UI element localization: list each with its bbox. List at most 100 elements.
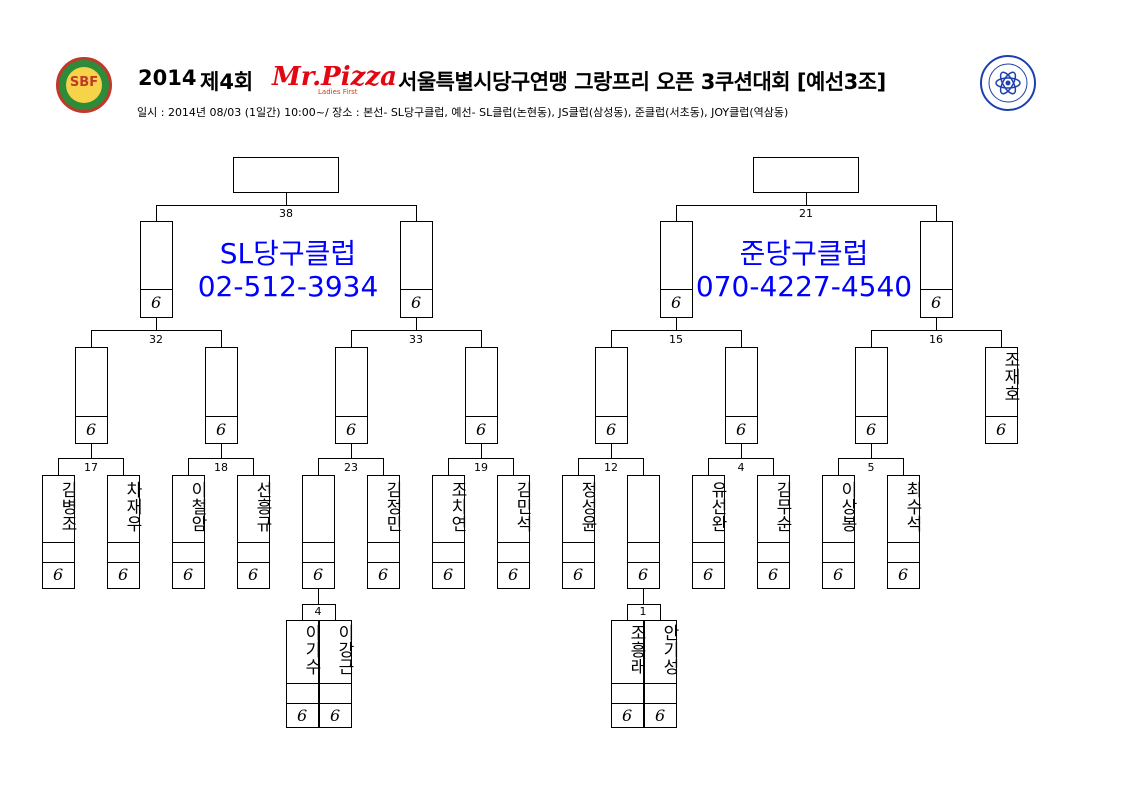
slot-divider	[302, 542, 335, 543]
score-mark: 6	[833, 565, 844, 584]
bracket-line	[335, 604, 336, 620]
player-card	[42, 475, 75, 589]
slot-divider	[611, 683, 677, 684]
federation-emblem	[980, 55, 1036, 111]
player-name: 김병조	[57, 481, 77, 532]
bracket-line	[221, 444, 222, 458]
player-name: 김무순	[772, 481, 792, 532]
bracket-line	[253, 458, 254, 475]
match-number: 38	[279, 207, 293, 220]
slot-divider	[172, 562, 205, 563]
club-right: 준당구클럽 070-4227-4540	[686, 237, 922, 303]
score-mark: 6	[703, 565, 714, 584]
bracket-line	[838, 458, 839, 475]
match-number: 4	[737, 461, 745, 474]
bracket-line	[448, 458, 449, 475]
slot-divider	[562, 562, 595, 563]
slot-box	[465, 347, 498, 444]
bracket-line	[936, 318, 937, 330]
sbf-logo-inner	[66, 67, 102, 103]
player-card	[107, 475, 140, 589]
bracket-line	[741, 444, 742, 458]
score-mark: 6	[151, 293, 162, 312]
title-event: 서울특별시당구연맹 그랑프리 오픈 3쿠션대회 [예선3조]	[398, 70, 886, 94]
bracket-line	[351, 330, 482, 331]
score-mark: 6	[53, 565, 64, 584]
bracket-line	[58, 458, 124, 459]
club-right-phone: 070-4227-4540	[695, 270, 913, 303]
bracket-line	[58, 458, 59, 475]
score-mark: 6	[606, 420, 617, 439]
bracket-line	[156, 205, 417, 206]
bracket-line	[903, 458, 904, 475]
score-mark: 6	[768, 565, 779, 584]
bracket-line	[871, 444, 872, 458]
score-mark: 6	[622, 706, 633, 725]
player-name: 유선완	[707, 481, 727, 532]
player-name: 이철암	[187, 481, 207, 532]
slot-divider	[985, 416, 1018, 417]
player-name: 김정민	[382, 481, 402, 532]
player-card	[887, 475, 920, 589]
score-mark: 6	[508, 565, 519, 584]
player-card	[497, 475, 530, 589]
bracket-line	[448, 458, 514, 459]
bracket-line	[318, 458, 319, 475]
score-mark: 6	[248, 565, 259, 584]
bracket-line	[871, 330, 872, 347]
bracket-line	[627, 604, 660, 605]
score-mark: 6	[898, 565, 909, 584]
slot-divider	[432, 542, 465, 543]
slot-divider	[692, 562, 725, 563]
player-name: 선흥규	[252, 481, 272, 532]
bracket-line	[676, 205, 937, 206]
bracket-line	[513, 458, 514, 475]
slot-divider	[367, 542, 400, 543]
score-mark: 6	[330, 706, 341, 725]
player-card	[319, 620, 352, 728]
slot-divider	[497, 542, 530, 543]
club-left-name: SL당구클럽	[219, 237, 357, 270]
slot-divider	[237, 562, 270, 563]
club-right-name: 준당구클럽	[739, 237, 869, 270]
slot-box	[302, 475, 335, 589]
slot-box	[660, 221, 693, 318]
bracket-line	[578, 458, 579, 475]
bracket-line	[676, 205, 677, 221]
player-name: 최수석	[902, 481, 922, 532]
bracket-line	[318, 458, 384, 459]
bracket-line	[741, 330, 742, 347]
slot-divider	[887, 562, 920, 563]
bracket-line	[643, 589, 644, 604]
sbf-logo: SBF	[56, 57, 112, 113]
match-number: 33	[409, 333, 423, 346]
score-mark: 6	[183, 565, 194, 584]
bracket-line	[627, 604, 628, 620]
bracket-line	[416, 318, 417, 330]
player-card	[562, 475, 595, 589]
bracket-line	[660, 604, 661, 620]
slot-divider	[627, 562, 660, 563]
slot-box	[855, 347, 888, 444]
club-left-phone: 02-512-3934	[197, 270, 379, 303]
bracket-line	[416, 205, 417, 221]
player-name: 이기수	[301, 624, 321, 675]
bracket-line	[221, 330, 222, 347]
event-info: 일시 : 2014년 08/03 (1일간) 10:00~/ 장소 : 본선- …	[137, 106, 789, 119]
slot-box	[140, 221, 173, 318]
match-number: 17	[84, 461, 98, 474]
slot-divider	[335, 416, 368, 417]
bracket-line	[188, 458, 189, 475]
score-mark: 6	[346, 420, 357, 439]
page-title: 2014 제4회 Mr.Pizza Ladies First 서울특별시당구연맹…	[0, 62, 1123, 96]
slot-divider	[822, 562, 855, 563]
winner-slot-left	[233, 157, 339, 193]
slot-divider	[611, 703, 677, 704]
player-name: 정성윤	[577, 481, 597, 532]
player-card	[286, 620, 319, 728]
slot-divider	[172, 542, 205, 543]
match-number: 5	[867, 461, 875, 474]
bracket-line	[773, 458, 774, 475]
slot-divider	[286, 683, 352, 684]
score-mark: 6	[866, 420, 877, 439]
